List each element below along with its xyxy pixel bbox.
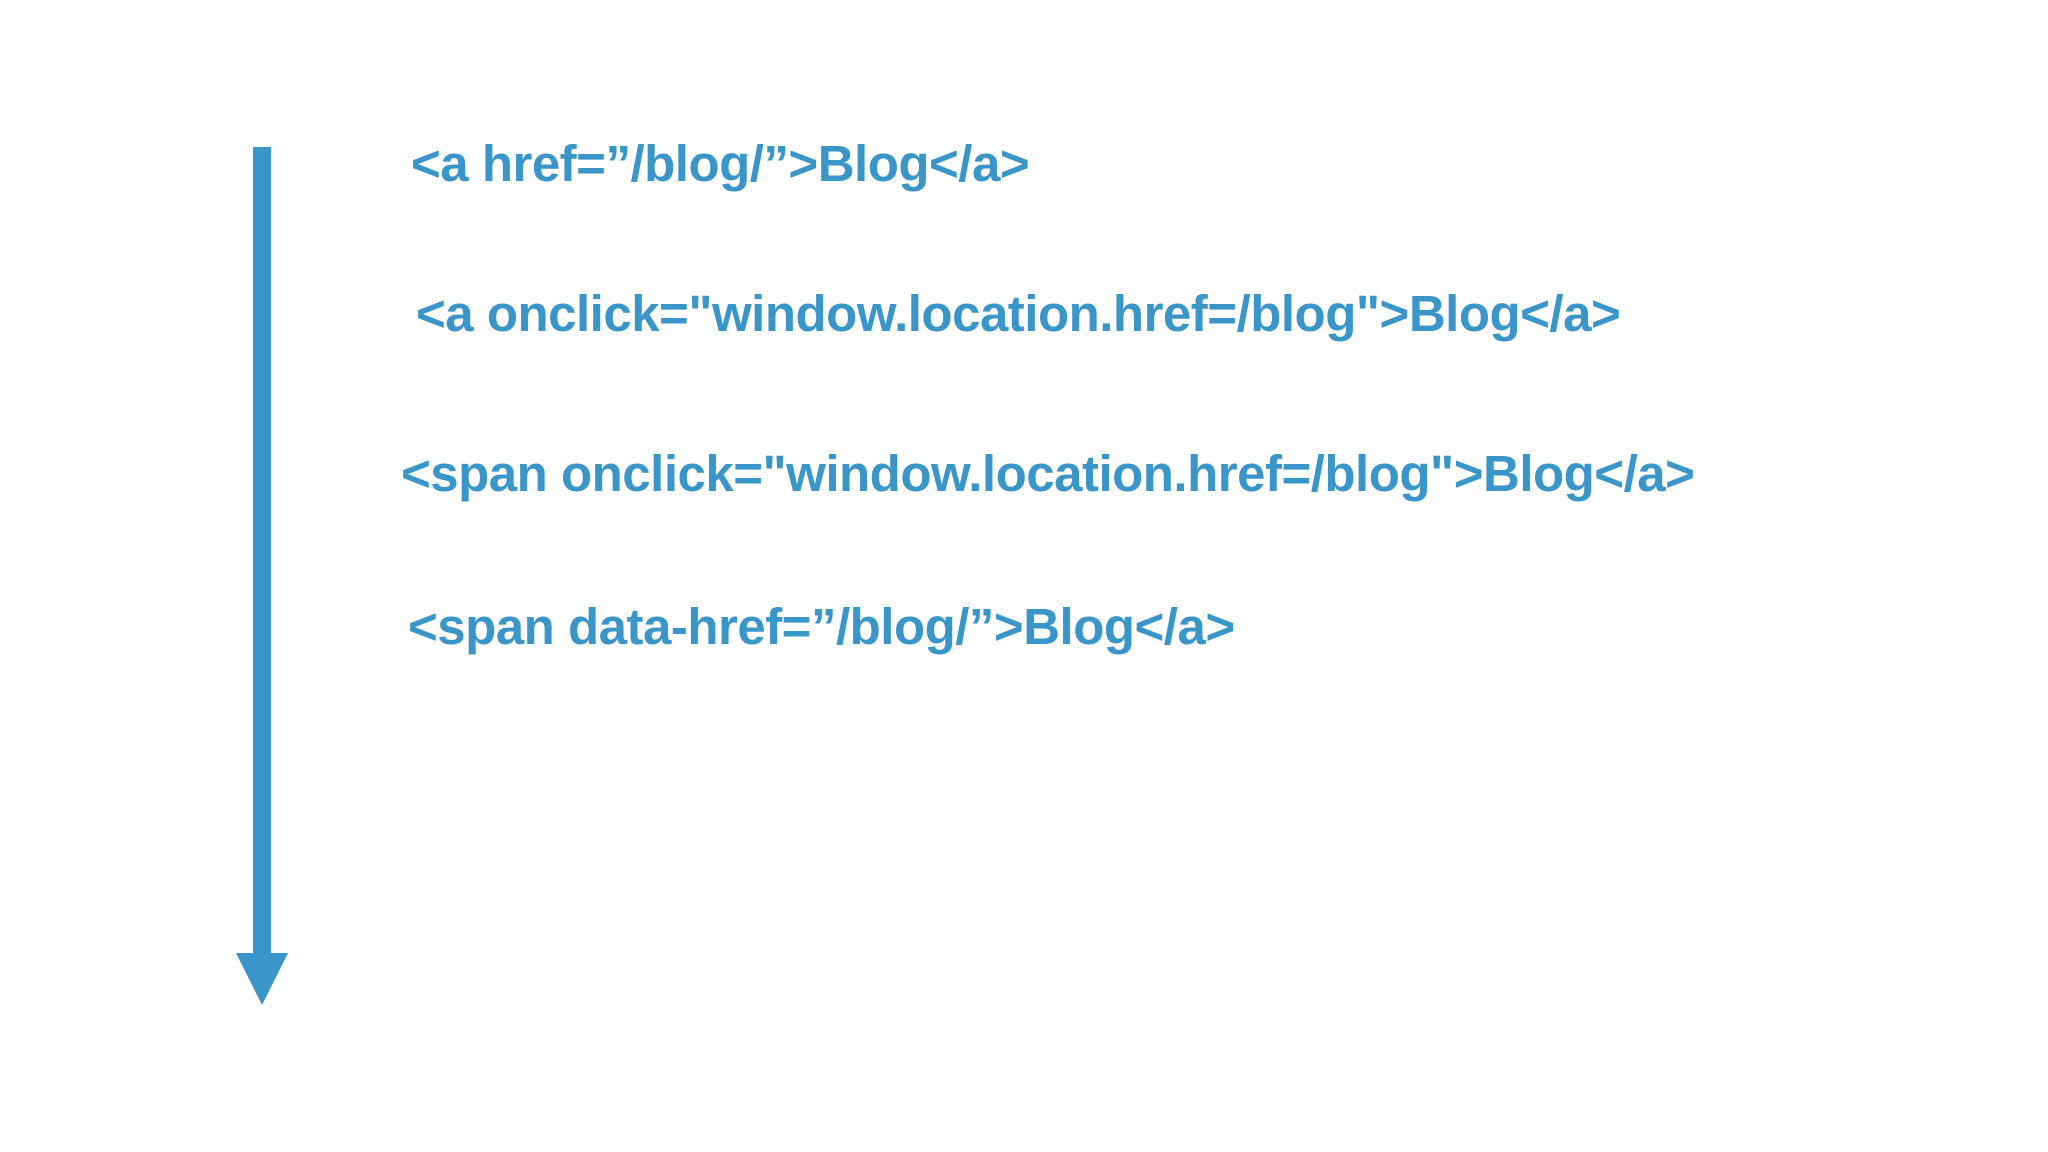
code-line-span-data-href: <span data-href=”/blog/”>Blog</a>: [408, 598, 1235, 655]
code-line-anchor-onclick: <a onclick="window.location.href=/blog">…: [416, 285, 1621, 342]
code-line-anchor-href: <a href=”/blog/”>Blog</a>: [411, 135, 1030, 192]
down-arrow-head: [236, 953, 288, 1005]
down-arrow-shaft: [253, 147, 271, 955]
code-line-span-onclick: <span onclick="window.location.href=/blo…: [401, 445, 1695, 502]
down-arrow-icon: [236, 147, 288, 1005]
